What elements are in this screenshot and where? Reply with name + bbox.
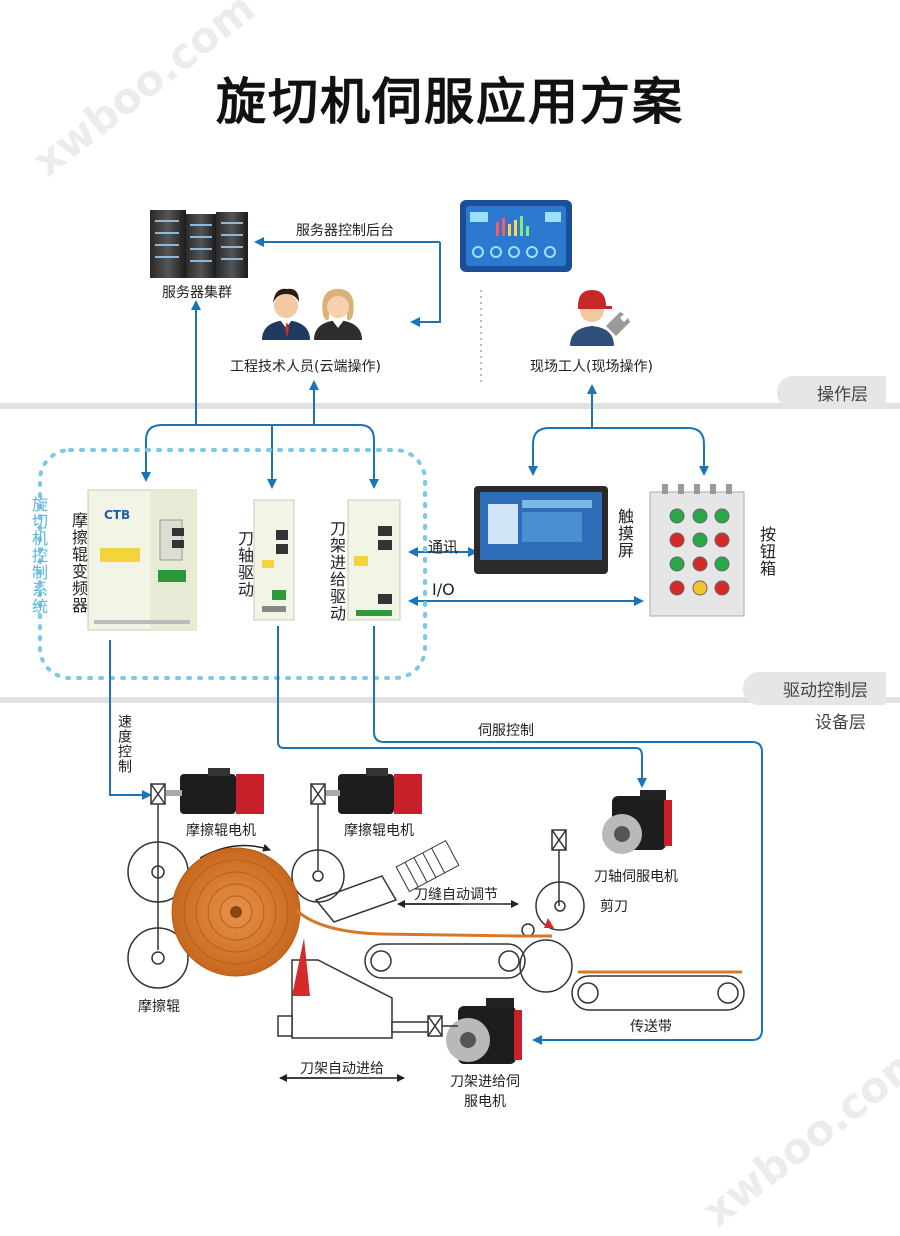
page-title: 旋切机伺服应用方案 <box>216 73 684 131</box>
comm-label: 通讯 <box>428 538 459 556</box>
friction-motor-icon-1 <box>166 768 264 814</box>
friction-inverter-device <box>87 489 197 631</box>
friction-motor-label-2: 摩擦辊电机 <box>344 823 414 839</box>
servo-control-label: 伺服控制 <box>478 723 534 739</box>
brand-logo: CTB <box>104 508 131 522</box>
knife-servo-motor-icon <box>602 790 672 854</box>
io-label: I/O <box>432 580 455 599</box>
knife-carriage-drive-device <box>347 499 401 621</box>
speed-control-label: 速度控制 <box>116 714 132 774</box>
button-box-device <box>649 484 745 617</box>
server-cluster-label: 服务器集群 <box>162 285 232 301</box>
knife-shaft-drive-device <box>253 499 295 621</box>
operation-layer-tag: 操作层 <box>777 376 886 409</box>
knife-gap-adjust-label: 刀缝自动调节 <box>414 887 498 903</box>
carriage-servo-motor-icon <box>446 998 522 1064</box>
knife-carriage-drive-label: 刀架进给驱动 <box>327 520 346 622</box>
field-worker-label: 现场工人(现场操作) <box>530 359 653 375</box>
engineer-female-icon <box>314 289 362 340</box>
knife-shaft-drive-label: 刀轴驱动 <box>235 530 254 598</box>
device-layer-tag: 设备层 <box>815 713 866 733</box>
touchscreen-device <box>474 486 608 574</box>
server-cluster-icon <box>150 210 248 278</box>
control-system-boundary <box>38 448 427 680</box>
wood-log <box>171 847 301 977</box>
friction-motor-icon-2 <box>324 768 422 814</box>
control-system-label: 旋切机控制系统 <box>29 496 48 615</box>
diagram-canvas <box>38 200 763 1082</box>
friction-inverter-label: 摩擦辊变频器 <box>69 512 88 614</box>
veneer-sheet <box>294 908 552 938</box>
conveyor-label: 传送带 <box>630 1019 672 1035</box>
touchscreen-label: 触摸屏 <box>615 508 634 559</box>
button-box-label: 按钮箱 <box>757 526 776 577</box>
engineer-male-icon <box>262 288 310 340</box>
cutter-blade <box>292 938 310 996</box>
server-backend-label: 服务器控制后台 <box>296 223 394 239</box>
engineers-label: 工程技术人员(云端操作) <box>230 359 381 375</box>
knife-servo-motor-label: 刀轴伺服电机 <box>594 869 678 885</box>
carriage-feed-label: 刀架自动进给 <box>300 1061 384 1077</box>
friction-motor-label-1: 摩擦辊电机 <box>186 823 256 839</box>
field-worker-icon <box>570 290 630 346</box>
gap-adjust-motor-icon <box>395 839 460 893</box>
carriage-motor-label: 刀架进给伺服电机 <box>450 1074 520 1110</box>
drive-layer-divider <box>0 697 900 703</box>
dashboard-screen-icon <box>460 200 572 272</box>
shear-label: 剪刀 <box>600 899 628 915</box>
operation-layer-divider <box>0 403 900 409</box>
shear-blade <box>544 918 554 928</box>
drive-layer-tag: 驱动控制层 <box>743 672 886 705</box>
friction-roller-label: 摩擦辊 <box>138 999 180 1015</box>
